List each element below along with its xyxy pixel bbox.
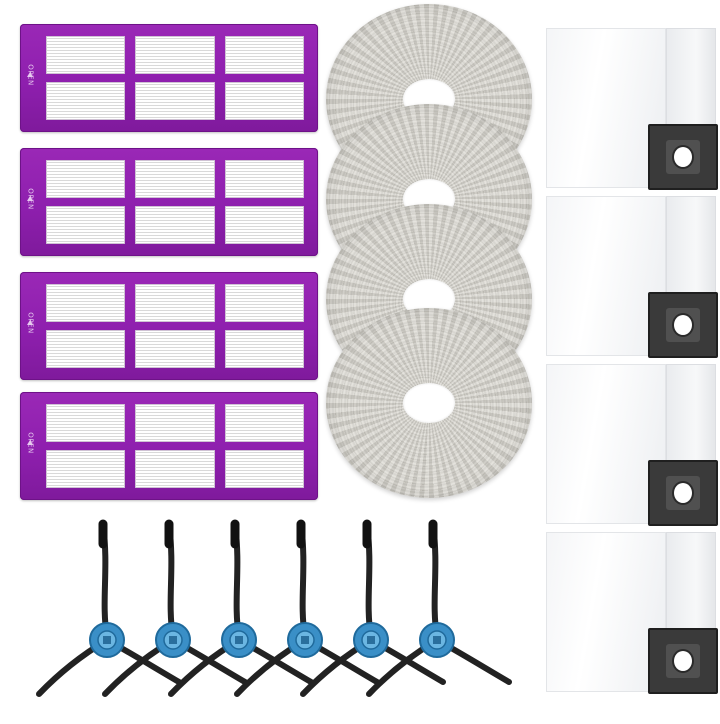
open-arrow-icon xyxy=(27,440,33,445)
open-arrow-icon xyxy=(27,320,33,325)
bag-plate xyxy=(648,124,718,190)
dust-bag xyxy=(546,532,718,694)
open-arrow-icon xyxy=(27,72,33,77)
mop-pad xyxy=(326,4,532,194)
bag-plate xyxy=(648,292,718,358)
dust-bag xyxy=(546,28,718,190)
dust-bag xyxy=(546,196,718,358)
open-arrow-icon xyxy=(27,196,33,201)
hepa-filter: OPEN xyxy=(20,24,318,132)
filter-media xyxy=(46,404,304,488)
bag-plate xyxy=(648,460,718,526)
mop-pad xyxy=(326,308,532,498)
side-brush xyxy=(234,519,380,720)
side-brush xyxy=(102,519,248,720)
bag-plate xyxy=(648,628,718,694)
hepa-filter: OPEN xyxy=(20,148,318,256)
hepa-filter: OPEN xyxy=(20,272,318,380)
hepa-filter: OPEN xyxy=(20,392,318,500)
filter-media xyxy=(46,284,304,368)
dust-bag xyxy=(546,364,718,526)
filter-media xyxy=(46,36,304,120)
filter-media xyxy=(46,160,304,244)
side-brush xyxy=(300,519,446,720)
side-brush xyxy=(366,519,512,720)
